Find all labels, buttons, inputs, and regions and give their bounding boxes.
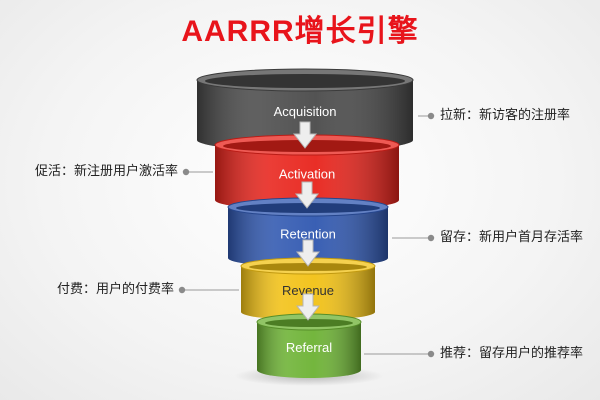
down-arrow-icon	[292, 121, 318, 149]
stage-label-activation: Activation	[279, 167, 335, 182]
annotation-revenue: 付费：用户的付费率	[56, 282, 174, 297]
dot-icon	[427, 234, 435, 242]
annotation-activation: 促活：新注册用户激活率	[34, 164, 178, 179]
dot-icon	[178, 286, 186, 294]
annotation-acquisition: 拉新：新访客的注册率	[440, 108, 571, 123]
diagram-title: AARRR增长引擎	[181, 15, 419, 48]
down-arrow-icon	[295, 293, 321, 321]
funnel-stage-revenue: Revenue	[240, 257, 376, 320]
annotation-referral: 推荐：留存用户的推荐率	[440, 346, 584, 361]
dot-icon	[182, 168, 190, 176]
stage-label-retention: Retention	[280, 227, 336, 242]
stage-shading	[257, 322, 361, 378]
stage-top-inner	[265, 319, 353, 327]
dot-icon	[427, 112, 435, 120]
stage-shading	[215, 145, 399, 210]
dot-icon	[427, 350, 435, 358]
stage-shading	[228, 207, 388, 267]
funnel-stage-referral: Referral	[256, 313, 362, 378]
stage-label-referral: Referral	[286, 340, 332, 355]
stage-top-inner	[205, 74, 405, 88]
stage-shading	[241, 266, 375, 320]
down-arrow-icon	[294, 181, 320, 209]
down-arrow-icon	[295, 239, 321, 267]
annotation-retention: 留存：新用户首月存活率	[440, 230, 584, 245]
stage-label-acquisition: Acquisition	[274, 104, 337, 119]
stage-top-inner	[249, 263, 367, 271]
stage-label-revenue: Revenue	[282, 283, 334, 298]
stage-top-inner	[236, 203, 380, 213]
funnel-stage-acquisition: Acquisition	[196, 68, 414, 151]
stage-shading	[197, 80, 413, 151]
